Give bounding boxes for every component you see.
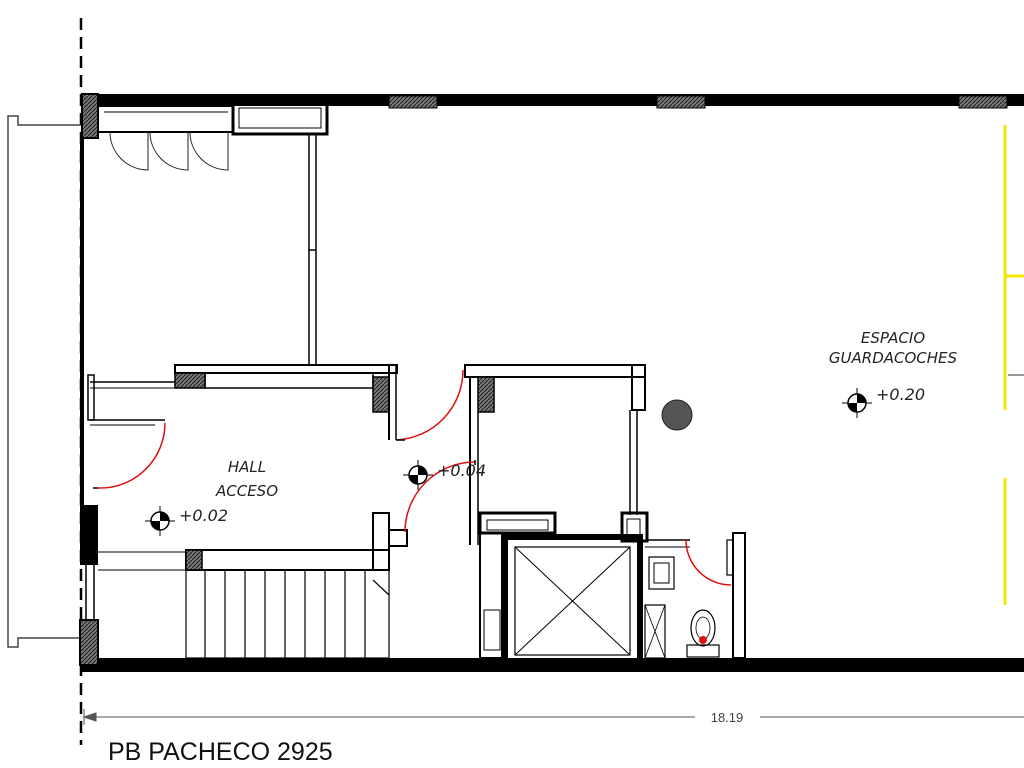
hall-label-line2: ACCESO bbox=[215, 482, 278, 500]
dimension-value: 18.19 bbox=[711, 710, 744, 725]
door-swings bbox=[97, 369, 732, 586]
left-facade bbox=[7, 115, 81, 648]
toilet-icon bbox=[686, 609, 720, 658]
service-room-walls bbox=[464, 364, 649, 659]
level-garage: +0.20 bbox=[876, 385, 925, 404]
yellow-markers bbox=[1003, 125, 1024, 605]
dimension-line bbox=[82, 709, 1024, 725]
garage-label-line1: ESPACIO bbox=[861, 329, 925, 347]
level-marker-icon bbox=[842, 388, 872, 418]
hall-walls bbox=[87, 364, 408, 571]
door-leaves bbox=[93, 439, 476, 489]
round-column-icon bbox=[661, 399, 693, 431]
thin-partition bbox=[308, 134, 317, 366]
level-marker-icon bbox=[145, 506, 175, 536]
plan-title: PB PACHECO 2925 bbox=[108, 738, 333, 766]
sink-icon bbox=[648, 556, 675, 590]
stair bbox=[185, 569, 390, 659]
outer-walls bbox=[79, 93, 1024, 672]
bathroom bbox=[644, 532, 746, 659]
level-corridor: +0.04 bbox=[437, 461, 486, 480]
hall-label-line1: HALL bbox=[228, 458, 266, 476]
level-hall: +0.02 bbox=[179, 506, 228, 525]
closet-block bbox=[97, 100, 329, 171]
level-marker-icon bbox=[403, 460, 433, 490]
garage-label-line2: GUARDACOCHES bbox=[829, 349, 958, 367]
elevator-shaft-icon bbox=[502, 534, 643, 667]
